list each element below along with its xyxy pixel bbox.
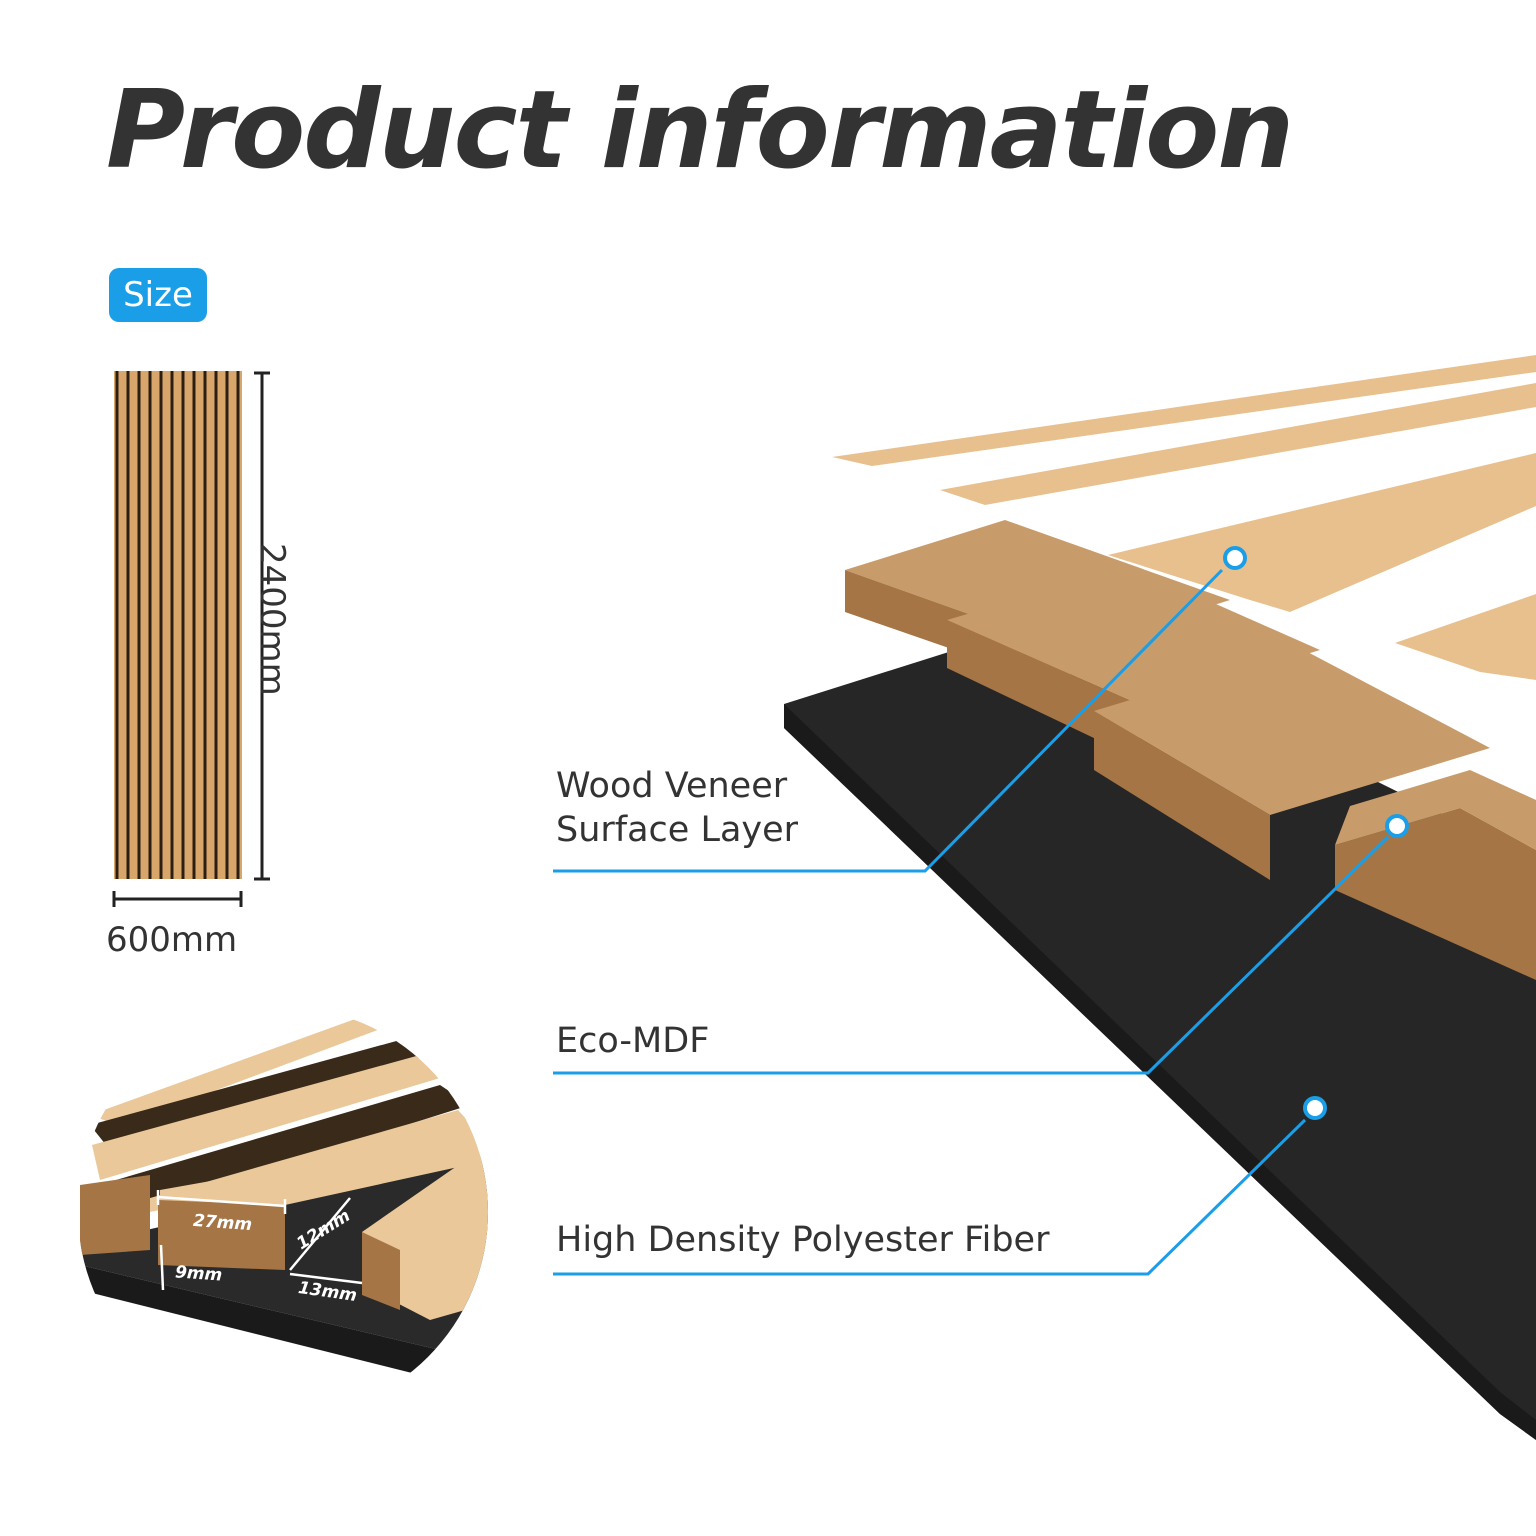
slat-width-label: 27mm	[192, 1210, 253, 1236]
callout-dot-fiber	[1303, 1096, 1327, 1120]
page-title: Product information	[106, 68, 1294, 193]
callout-dot-mdf	[1385, 814, 1409, 838]
layer-label-veneer-line2: Surface Layer	[556, 810, 799, 850]
leader-line-fiber	[553, 1118, 1307, 1276]
leader-line-mdf	[553, 835, 1390, 1075]
mdf-slats	[845, 520, 1536, 980]
panel-width-label: 600mm	[106, 920, 238, 960]
width-dimension-line	[112, 891, 243, 907]
panel-height-label: 2400mm	[252, 543, 292, 696]
callout-dot-veneer	[1223, 546, 1247, 570]
height-dimension-line	[254, 371, 270, 881]
size-badge: Size	[109, 268, 207, 322]
felt-thickness-label: 9mm	[174, 1262, 223, 1286]
detail-closeup	[78, 1007, 488, 1417]
panel-front-view	[114, 371, 242, 879]
layer-label-fiber: High Density Polyester Fiber	[556, 1220, 1050, 1260]
layer-label-veneer: Wood Veneer Surface Layer	[556, 764, 798, 852]
leader-line-veneer	[553, 568, 1224, 873]
layer-label-mdf: Eco-MDF	[556, 1021, 710, 1061]
callout-dots	[1223, 546, 1409, 1120]
detail-dimension-lines	[156, 1190, 363, 1291]
exploded-layers	[784, 355, 1536, 1440]
leader-lines	[553, 568, 1390, 1276]
layer-label-veneer-line1: Wood Veneer	[556, 766, 788, 806]
veneer-sheets	[832, 355, 1536, 680]
